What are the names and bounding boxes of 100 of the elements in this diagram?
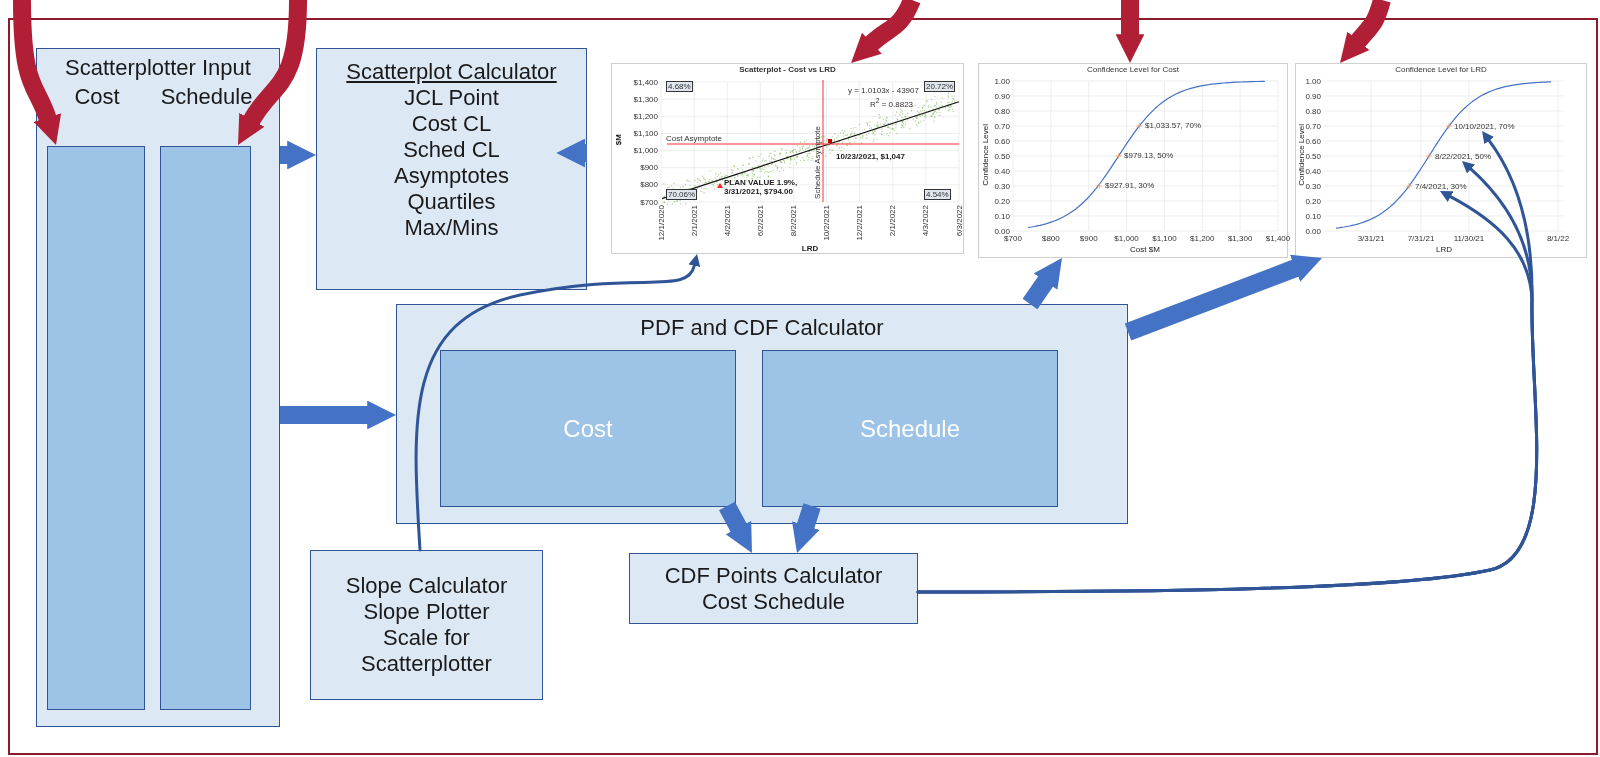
axis-title: $M bbox=[614, 134, 623, 146]
chart-annotation: Cost Asymptote bbox=[666, 134, 723, 143]
block-arrow bbox=[792, 503, 821, 553]
module-label: Schedule bbox=[859, 414, 961, 443]
block-arrow bbox=[280, 140, 316, 170]
column-label: Schedule bbox=[159, 84, 254, 110]
chart-annotation: y = 1.0103x - 43907 bbox=[848, 86, 919, 95]
tick-label: $1,400 bbox=[1264, 234, 1292, 243]
panel-title: PDF and CDF Calculator bbox=[639, 315, 885, 341]
tick-label: 6/3/2022 bbox=[954, 205, 964, 237]
tick-label: $800 bbox=[1040, 234, 1061, 243]
tick-label: 0.00 bbox=[993, 226, 1010, 236]
axis-title: LRD bbox=[800, 244, 820, 253]
tick-label: $700 bbox=[639, 197, 658, 207]
chart-annotation: PLAN VALUE 1.9%, 3/31/2021, $794.00 bbox=[724, 178, 799, 196]
box-text: Quartiles bbox=[406, 189, 497, 215]
box-text: Scale for Scatterplotter bbox=[360, 625, 493, 677]
tick-label: 12/1/2020 bbox=[656, 205, 666, 241]
box-text: Asymptotes bbox=[393, 163, 510, 189]
module-box bbox=[762, 350, 1058, 507]
tick-label: 10/2/2021 bbox=[822, 205, 832, 241]
tick-label: 1.00 bbox=[1304, 76, 1321, 86]
tick-label: $1,300 bbox=[632, 94, 658, 104]
tick-label: $1,100 bbox=[1151, 234, 1178, 243]
tick-label: 0.00 bbox=[1304, 226, 1321, 236]
module-box bbox=[440, 350, 736, 507]
panel-title: Scatterplotter Input bbox=[64, 55, 252, 81]
percentage-label: 20.72% bbox=[924, 81, 956, 92]
module-label: Cost bbox=[563, 414, 613, 443]
tick-label: 0.80 bbox=[993, 106, 1010, 116]
box-text: Max/Mins bbox=[403, 215, 500, 241]
tick-label: 4/3/2022 bbox=[921, 205, 931, 237]
tick-label: 12/2/2021 bbox=[855, 205, 865, 241]
tick-label: 0.10 bbox=[1304, 211, 1321, 221]
tick-label: 0.80 bbox=[1304, 106, 1321, 116]
chart-annotation: R$^{2}$ = 0.8823 bbox=[870, 96, 914, 109]
tick-label: 2/1/2021 bbox=[689, 205, 699, 237]
chart-panel bbox=[611, 63, 964, 254]
box-text: Slope Plotter bbox=[362, 599, 491, 625]
calculator-box bbox=[316, 48, 587, 290]
tick-label: $700 bbox=[1003, 234, 1023, 243]
tick-label: 7/31/21 bbox=[1406, 234, 1436, 243]
tick-label: 2/1/2022 bbox=[888, 205, 898, 237]
calculator-box bbox=[310, 550, 543, 700]
chart-title: Confidence Level for Cost bbox=[1085, 65, 1181, 75]
block-arrow bbox=[236, 0, 307, 145]
tick-label: $1,400 bbox=[632, 77, 658, 87]
tick-label: $1,000 bbox=[1113, 234, 1140, 243]
block-arrow bbox=[850, 0, 921, 63]
tick-label: 0.20 bbox=[1304, 196, 1321, 206]
box-heading: CDF Points Calculator bbox=[663, 562, 884, 589]
chart-title: Scatterplot - Cost vs LRD bbox=[738, 65, 837, 75]
arrow bbox=[414, 254, 700, 552]
block-arrow bbox=[13, 0, 61, 145]
chart-annotation: 10/23/2021, $1,047 bbox=[836, 152, 905, 161]
chart-title: Confidence Level for LRD bbox=[1394, 65, 1488, 75]
box-text: Cost Schedule bbox=[700, 588, 847, 615]
chart-annotation: Schedule Asymptote bbox=[813, 126, 822, 199]
tick-label: $1,200 bbox=[632, 111, 658, 121]
box-text: Sched CL bbox=[402, 137, 501, 163]
data-label: 7/4/2021, 30% bbox=[1415, 182, 1467, 191]
tick-label: 8/1/22 bbox=[1545, 234, 1571, 243]
tick-label: 6/2/2021 bbox=[755, 205, 765, 237]
block-arrow bbox=[280, 400, 396, 430]
tick-label: $1,000 bbox=[632, 146, 658, 156]
box-text: JCL Point bbox=[403, 85, 500, 111]
tick-label: $900 bbox=[639, 163, 658, 173]
block-arrow bbox=[1022, 258, 1062, 310]
tick-label: 4/2/2021 bbox=[722, 205, 732, 237]
data-label: 8/22/2021, 50% bbox=[1435, 152, 1492, 161]
box-text: Cost CL bbox=[410, 111, 493, 137]
percentage-label: 4.68% bbox=[666, 81, 693, 92]
tick-label: 0.20 bbox=[993, 196, 1010, 206]
tick-label: 0.10 bbox=[993, 211, 1010, 221]
box-heading: Slope Calculator bbox=[344, 573, 509, 599]
tick-label: $1,200 bbox=[1189, 234, 1216, 243]
tick-label: 11/30/21 bbox=[1452, 234, 1486, 243]
chart-annotation: $979.13, 50% bbox=[1124, 151, 1174, 160]
tick-label: 8/2/2021 bbox=[788, 205, 798, 237]
axis-title: LRD bbox=[1435, 245, 1453, 254]
block-arrow bbox=[719, 501, 752, 553]
chart-annotation: $927.91, 30% bbox=[1105, 181, 1155, 190]
tick-label: 0.90 bbox=[1304, 91, 1321, 101]
tick-label: $900 bbox=[1078, 234, 1099, 243]
block-arrow bbox=[1124, 254, 1322, 341]
tick-label: 0.90 bbox=[993, 91, 1010, 101]
percentage-label: 70.06% bbox=[666, 189, 698, 200]
block-arrow bbox=[1115, 0, 1145, 63]
calculator-panel bbox=[396, 304, 1128, 524]
axis-title: Cost $M bbox=[1129, 245, 1161, 254]
column-label: Cost bbox=[73, 84, 121, 110]
block-arrow bbox=[556, 138, 587, 168]
chart-panel bbox=[978, 63, 1288, 258]
calculator-box bbox=[629, 553, 918, 624]
box-heading: Scatterplot Calculator bbox=[345, 59, 558, 85]
chart-panel bbox=[1295, 63, 1587, 258]
axis-title: Confidence Level bbox=[1297, 124, 1306, 186]
percentage-label: 4.54% bbox=[924, 189, 951, 200]
tick-label: 3/31/21 bbox=[1356, 234, 1386, 243]
chart-annotation: $1,033.57, 70% bbox=[1145, 121, 1202, 130]
